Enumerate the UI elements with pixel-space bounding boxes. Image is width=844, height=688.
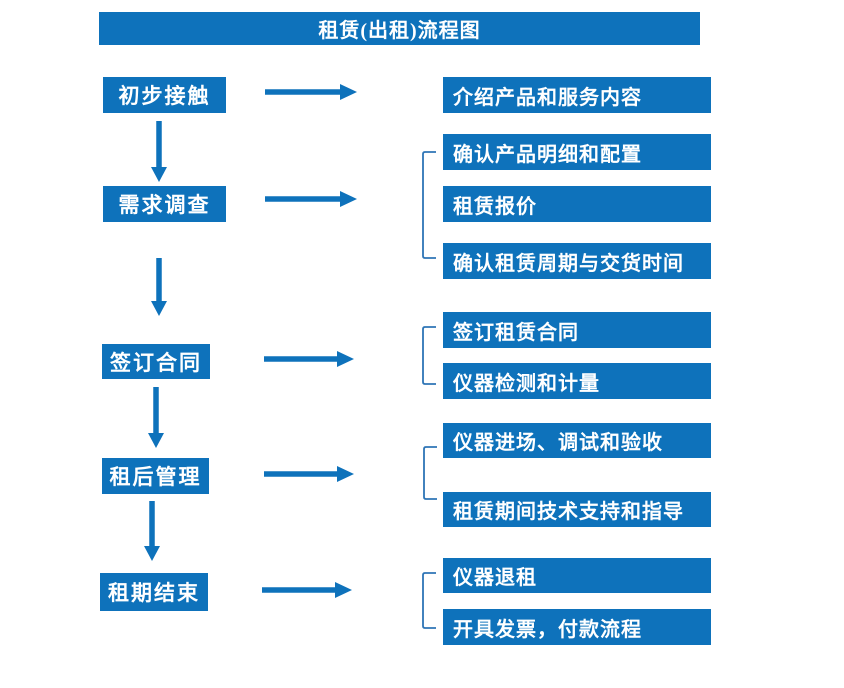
step-label: 需求调查 [118,193,211,217]
step-initial-contact: 初步接触 [103,77,226,113]
step-label: 租期结束 [108,581,200,605]
output-introduce-products: 介绍产品和服务内容 [443,77,711,113]
page-title: 租赁(出租)流程图 [318,20,481,42]
output-tech-support: 租赁期间技术支持和指导 [443,492,711,527]
output-label: 仪器进场、调试和验收 [453,432,663,454]
output-confirm-period-delivery: 确认租赁周期与交货时间 [443,243,711,279]
step-label: 初步接触 [118,84,211,108]
step-label: 签订合同 [110,350,202,375]
output-instrument-setup-acceptance: 仪器进场、调试和验收 [443,423,711,458]
right-arrow-connector [264,466,354,482]
output-invoice-payment: 开具发票，付款流程 [443,609,711,645]
step-post-rental-management: 租后管理 [102,458,209,494]
output-label: 开具发票，付款流程 [453,618,642,641]
right-arrow-connector [265,84,357,100]
right-arrow-connector [265,191,357,207]
output-label: 仪器检测和计量 [453,372,600,395]
down-arrow-connector [151,121,167,182]
step-lease-end: 租期结束 [100,573,208,611]
output-confirm-product-details: 确认产品明细和配置 [443,134,711,170]
output-sign-rental-contract: 签订租赁合同 [443,312,711,348]
step-sign-contract: 签订合同 [102,344,210,379]
step-demand-survey: 需求调查 [103,186,226,222]
output-instrument-testing: 仪器检测和计量 [443,363,711,399]
output-label: 租赁报价 [453,195,537,218]
group-bracket [423,446,437,500]
output-label: 确认租赁周期与交货时间 [453,252,684,275]
output-label: 确认产品明细和配置 [453,143,642,166]
group-bracket [422,572,436,629]
group-bracket [422,151,436,259]
step-label: 租后管理 [109,465,202,489]
group-bracket [422,326,436,385]
output-rental-quote: 租赁报价 [443,186,711,222]
down-arrow-connector [144,501,160,561]
title-bar: 租赁(出租)流程图 [99,12,700,45]
output-label: 介绍产品和服务内容 [453,86,642,109]
output-instrument-return: 仪器退租 [443,558,711,593]
right-arrow-connector [264,351,354,367]
output-label: 签订租赁合同 [453,321,579,344]
right-arrow-connector [262,582,352,598]
output-label: 仪器退租 [453,567,537,589]
down-arrow-connector [148,387,164,448]
down-arrow-connector [151,258,167,316]
output-label: 租赁期间技术支持和指导 [453,501,684,523]
